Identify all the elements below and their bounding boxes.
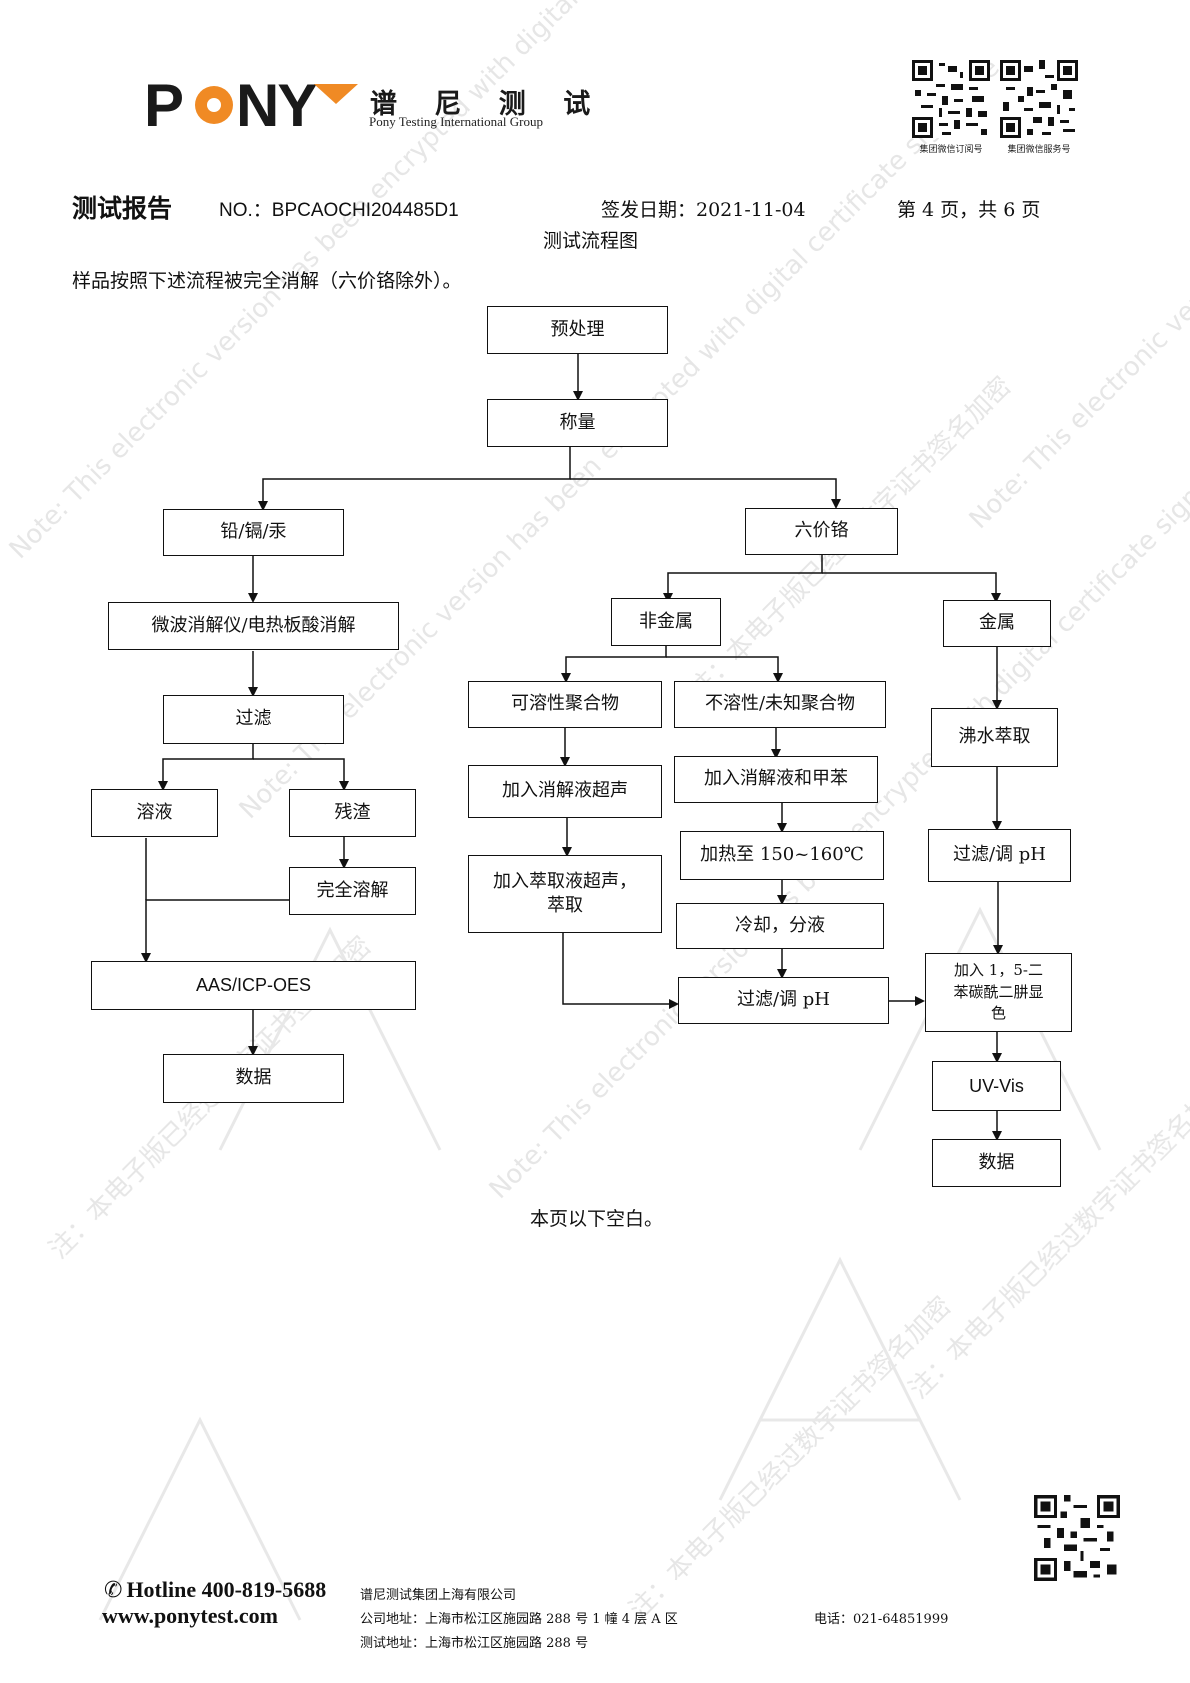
- box-label: 可溶性聚合物: [511, 693, 619, 715]
- box-weighing: 称量: [487, 399, 668, 447]
- box-heat: 加热至 150~160℃: [680, 831, 884, 880]
- box-cool-separate: 冷却，分液: [676, 903, 884, 949]
- box-label: 加热至 150~160℃: [700, 844, 864, 866]
- report-title: 测试报告: [72, 194, 173, 223]
- qr-subscription-label: 集团微信订阅号: [919, 145, 983, 155]
- box-label: 非金属: [639, 610, 693, 632]
- box-label: 过滤: [235, 708, 272, 730]
- box-boil-extract: 沸水萃取: [931, 708, 1058, 767]
- box-label-line2: 萃取: [547, 895, 583, 916]
- website-link[interactable]: www.ponytest.com: [102, 1603, 278, 1628]
- box-add-digest-toluene: 加入消解液和甲苯: [674, 756, 878, 803]
- brand-name-cn: 谱 尼 测 试: [370, 89, 605, 120]
- pony-logo-mark: P NY: [144, 72, 358, 139]
- box-data-left: 数据: [163, 1054, 344, 1103]
- box-label: 六价铬: [794, 520, 849, 542]
- blank-note: 本页以下空白。: [530, 1208, 664, 1230]
- box-label: 加入消解液超声: [502, 780, 628, 802]
- box-label-line2: 苯碳酰二肼显: [953, 982, 1044, 1001]
- brand-name-en: Pony Testing International Group: [369, 114, 543, 129]
- box-metal: 金属: [943, 600, 1051, 647]
- qr-subscription: [912, 60, 990, 138]
- box-label: 铅/镉/汞: [220, 521, 287, 543]
- page-info: 第 4 页，共 6 页: [897, 199, 1041, 221]
- box-label: 不溶性/未知聚合物: [704, 693, 856, 715]
- box-pb-cd-hg: 铅/镉/汞: [163, 509, 344, 556]
- footer-company-address: 公司地址：上海市松江区施园路 288 号 1 幢 4 层 A 区: [360, 1612, 678, 1627]
- box-uv-vis: UV-Vis: [932, 1061, 1061, 1111]
- box-label: 过滤/调 pH: [736, 989, 830, 1011]
- box-soluble-polymer: 可溶性聚合物: [468, 681, 662, 728]
- brand-logo: P NY: [144, 72, 359, 142]
- box-microwave-digestion: 微波消解仪/电热板酸消解: [108, 602, 399, 650]
- box-complete-dissolution: 完全溶解: [289, 867, 416, 915]
- section-title: 测试流程图: [543, 230, 639, 252]
- box-label: 数据: [978, 1151, 1015, 1173]
- box-label: AAS/ICP-OES: [195, 975, 312, 996]
- svg-text:P: P: [144, 72, 182, 139]
- svg-text:NY: NY: [236, 72, 317, 139]
- box-label: 数据: [235, 1067, 272, 1089]
- box-solution: 溶液: [91, 789, 218, 837]
- footer-phone: 电话：021-64851999: [814, 1612, 949, 1627]
- intro-text: 样品按照下述流程被完全消解（六价铬除外）。: [72, 270, 462, 292]
- box-label: 过滤/调 pH: [952, 844, 1046, 866]
- box-pretreatment: 预处理: [487, 306, 668, 354]
- qr-service: [1000, 60, 1078, 138]
- qr-bottom: [1034, 1495, 1120, 1581]
- qr-code-icon: [1000, 60, 1078, 138]
- footer-test-address: 测试地址：上海市松江区施园路 288 号: [360, 1636, 589, 1651]
- box-nonmetal: 非金属: [611, 598, 721, 646]
- box-add-extract-ultrasound: 加入萃取液超声， 萃取: [468, 855, 662, 933]
- box-label-line3: 色: [990, 1004, 1006, 1023]
- box-label: 残渣: [334, 801, 371, 823]
- issue-date: 签发日期：2021-11-04: [601, 199, 806, 221]
- box-residue: 残渣: [289, 789, 416, 837]
- qr-code-icon: [912, 60, 990, 138]
- report-number: NO.：BPCAOCHI204485D1: [219, 200, 459, 221]
- box-add-digest-ultrasound: 加入消解液超声: [468, 765, 662, 818]
- box-label: 微波消解仪/电热板酸消解: [151, 614, 356, 636]
- box-cr6: 六价铬: [745, 508, 898, 555]
- box-label: 完全溶解: [316, 879, 389, 901]
- box-diphenylcarbazide: 加入 1，5-二苯碳酰二肼显色: [925, 953, 1072, 1032]
- box-label-line1: 加入萃取液超声，: [493, 870, 637, 892]
- footer-company: 谱尼测试集团上海有限公司: [360, 1588, 517, 1603]
- qr-service-label: 集团微信服务号: [1007, 145, 1071, 155]
- hotline: ✆ Hotline 400-819-5688: [104, 1577, 326, 1603]
- box-label: 称量: [559, 411, 596, 433]
- box-label: 溶液: [136, 801, 173, 823]
- box-label: 沸水萃取: [958, 726, 1031, 748]
- box-filter-left: 过滤: [163, 695, 344, 744]
- qr-code-icon: [1034, 1495, 1120, 1581]
- box-label-line1: 加入 1，5-二: [954, 960, 1043, 979]
- box-data-right: 数据: [932, 1139, 1061, 1187]
- hotline-text: Hotline 400-819-5688: [126, 1577, 327, 1602]
- box-filter-ph-mid: 过滤/调 pH: [678, 977, 889, 1024]
- box-label: 金属: [979, 612, 1015, 634]
- box-label: UV-Vis: [969, 1075, 1024, 1096]
- box-filter-ph-right: 过滤/调 pH: [928, 829, 1071, 882]
- box-insoluble-polymer: 不溶性/未知聚合物: [674, 681, 886, 728]
- box-label: 冷却，分液: [735, 914, 825, 936]
- box-aas-icp-oes: AAS/ICP-OES: [91, 961, 416, 1010]
- phone-icon: ✆: [104, 1577, 123, 1603]
- box-label: 预处理: [550, 318, 605, 340]
- box-label: 加入消解液和甲苯: [704, 768, 848, 790]
